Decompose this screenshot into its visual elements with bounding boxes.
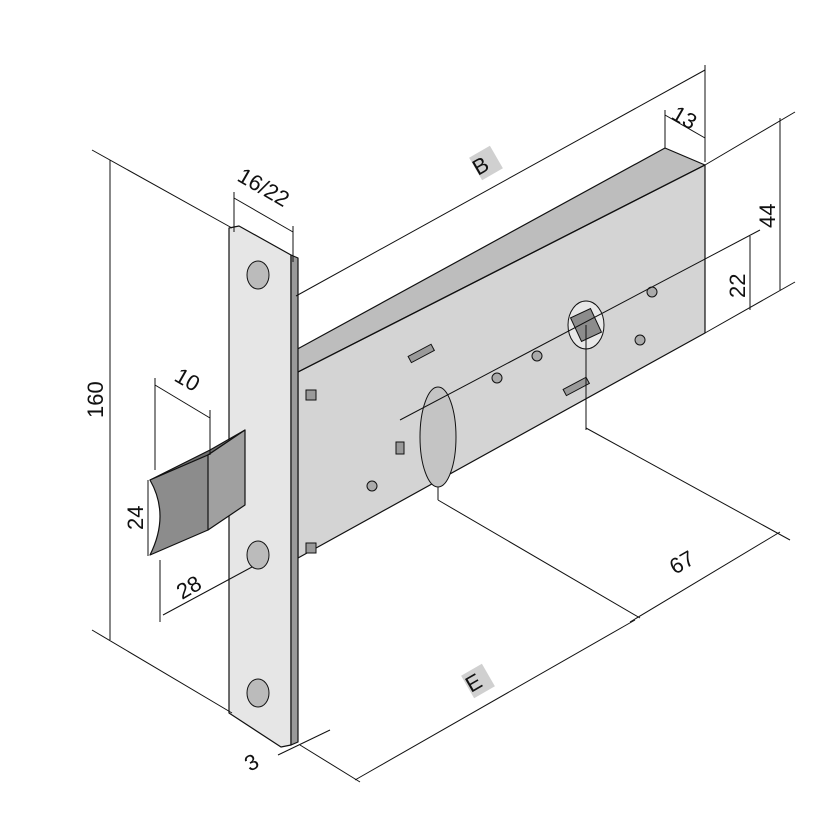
latch-front (149, 454, 217, 556)
label-latch-depth: 10 (171, 363, 205, 397)
screw (491, 372, 503, 384)
label-box-e (461, 663, 495, 699)
screw (366, 480, 378, 492)
label-faceplate-thickness: 3 (240, 749, 263, 777)
slot (395, 441, 405, 455)
faceplate-screw-hole (246, 540, 270, 570)
lock-case (291, 147, 706, 559)
slot (305, 389, 317, 401)
slot (562, 376, 591, 397)
cylinder-slot (419, 386, 457, 488)
faceplate-screw-hole (246, 260, 270, 290)
label-case-height: 44 (755, 204, 780, 228)
label-follower-offset: 22 (725, 274, 750, 298)
label-center-distance: 67 (665, 545, 699, 579)
case-edge (297, 164, 706, 373)
latch-bolt (149, 429, 246, 556)
faceplate (228, 225, 299, 748)
slot (305, 542, 317, 554)
label-latch-height: 24 (123, 506, 148, 530)
latch-face (207, 429, 246, 531)
slot (407, 343, 436, 364)
label-box-b (469, 145, 503, 181)
screw (634, 334, 646, 346)
dimension-lines (91, 65, 796, 783)
faceplate-screw-hole (246, 678, 270, 708)
screw (531, 350, 543, 362)
faceplate-edge (290, 254, 299, 746)
label-latch-projection: 28 (172, 570, 206, 604)
case-front-face (297, 164, 706, 559)
label-case-thickness: 13 (668, 101, 702, 135)
label-faceplate-width: 16/22 (234, 163, 294, 212)
label-faceplate-height: 160 (83, 381, 108, 418)
